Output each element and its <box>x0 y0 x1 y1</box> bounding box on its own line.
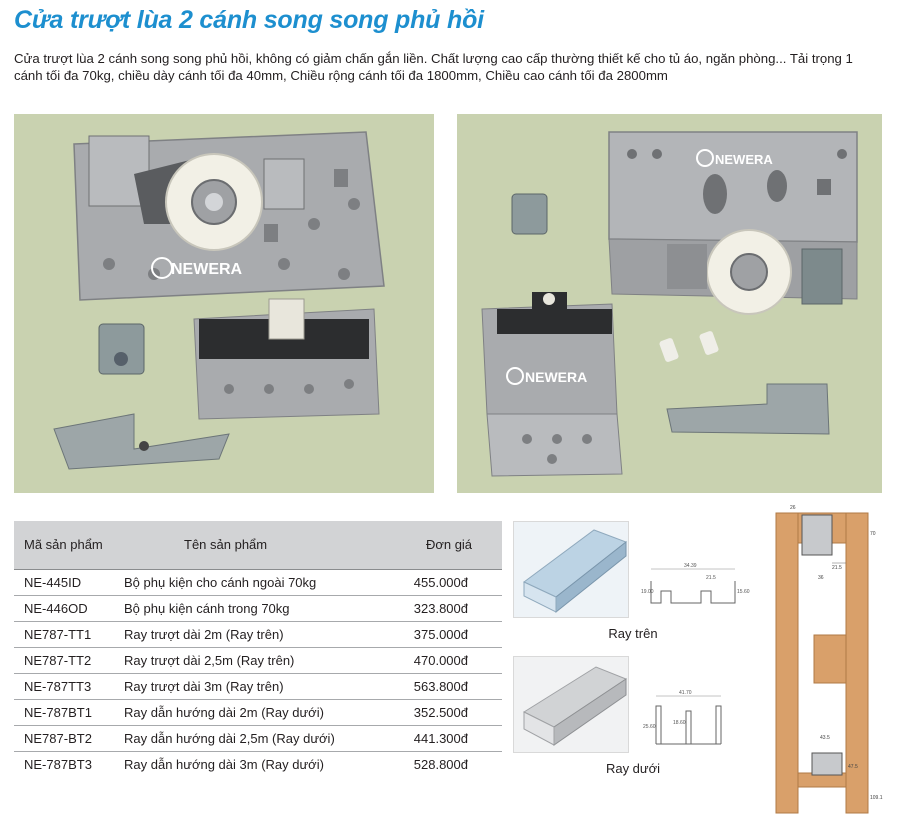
section-dim-47-5: 47.5 <box>848 764 858 770</box>
outer-kit-illustration: NEWERA <box>53 131 385 470</box>
product-name: Ray dẫn hướng dài 2,5m (Ray dưới) <box>114 725 396 752</box>
top-rail-image <box>513 521 629 618</box>
product-code: NE787-TT2 <box>14 647 114 674</box>
section-dim-70: 70 <box>870 531 876 537</box>
top-rail-dim-height-right: 15.60 <box>737 589 750 595</box>
section-dim-21-5: 21.5 <box>832 565 842 571</box>
product-code: NE-446OD <box>14 595 114 622</box>
top-rail-label: Ray trên <box>608 626 658 641</box>
product-photo-inner-kit: NEWERA NEWERA <box>457 114 882 493</box>
product-code: NE-445ID <box>14 569 114 596</box>
product-description: Cửa trượt lùa 2 cánh song song phủ hồi, … <box>14 51 853 83</box>
page-title: Cửa trượt lùa 2 cánh song song phủ hồi <box>14 6 484 34</box>
product-name: Ray dẫn hướng dài 3m (Ray dưới) <box>124 756 324 772</box>
product-name: Ray trượt dài 2,5m (Ray trên) <box>114 647 396 674</box>
product-code: NE-787TT3 <box>14 673 114 700</box>
unit-price: 323.800đ <box>396 595 502 622</box>
product-name: Bộ phụ kiện cánh trong 70kg <box>114 595 396 622</box>
cross-section-drawing: 26 70 21.5 36 43.5 47.5 109.1 <box>762 503 890 818</box>
bottom-rail-image <box>513 656 629 753</box>
section-dim-43-5: 43.5 <box>820 735 830 741</box>
unit-price: 352.500đ <box>396 699 502 726</box>
top-rail-dim-width: 34.39 <box>684 563 697 569</box>
top-rail-dim-height-left: 19.00 <box>641 589 654 595</box>
product-code: NE787-TT1 <box>14 621 114 648</box>
product-name: Ray dẫn hướng dài 2m (Ray dưới) <box>114 699 396 726</box>
product-code: NE-787BT1 <box>14 699 114 726</box>
product-name: Ray trượt dài 3m (Ray trên) <box>114 673 396 700</box>
bottom-rail-profile-drawing: 41.70 18.60 25.60 <box>631 656 755 753</box>
unit-price: 375.000đ <box>396 621 502 648</box>
inner-kit-illustration: NEWERA NEWERA <box>481 131 858 477</box>
product-name: Bộ phụ kiện cho cánh ngoài 70kg <box>114 569 396 596</box>
unit-price: 563.800đ <box>396 673 502 700</box>
bottom-rail-dim-height: 25.60 <box>643 724 656 730</box>
top-rail-profile-drawing: 34.39 21.5 19.00 15.60 <box>631 521 755 618</box>
table-header-row: Mã sản phẩm Tên sản phẩm Đơn giá <box>14 521 502 570</box>
section-dim-109-1: 109.1 <box>870 795 883 801</box>
unit-price: 441.300đ <box>396 725 502 752</box>
unit-price: 528.800đ <box>413 756 468 772</box>
product-code: NE787-BT2 <box>14 725 114 752</box>
top-rail-dim-inner: 21.5 <box>706 575 716 581</box>
section-dim-top: 26 <box>790 505 796 511</box>
bottom-rail-label: Ray dưới <box>605 761 661 776</box>
header-unit-price: Đơn giá <box>396 521 502 570</box>
header-product-code: Mã sản phẩm <box>14 521 114 570</box>
bottom-rail-dim-inner: 18.60 <box>673 720 686 726</box>
bottom-rail-dim-width: 41.70 <box>679 690 692 696</box>
product-code: NE-787BT3 <box>24 756 92 772</box>
unit-price: 470.000đ <box>396 647 502 674</box>
newera-logo-bottom: NEWERA <box>525 369 587 385</box>
newera-logo: NEWERA <box>171 261 243 278</box>
table-row: NE-787BT3 Ray dẫn hướng dài 3m (Ray dưới)… <box>14 751 502 777</box>
section-dim-36: 36 <box>818 575 824 581</box>
header-product-name: Tên sản phẩm <box>114 521 396 570</box>
product-name: Ray trượt dài 2m (Ray trên) <box>114 621 396 648</box>
unit-price: 455.000đ <box>396 569 502 596</box>
price-table: Mã sản phẩm Tên sản phẩm Đơn giá NE-445I… <box>14 521 502 777</box>
product-photo-outer-kit: NEWERA <box>14 114 434 493</box>
newera-logo-top: NEWERA <box>715 152 773 167</box>
